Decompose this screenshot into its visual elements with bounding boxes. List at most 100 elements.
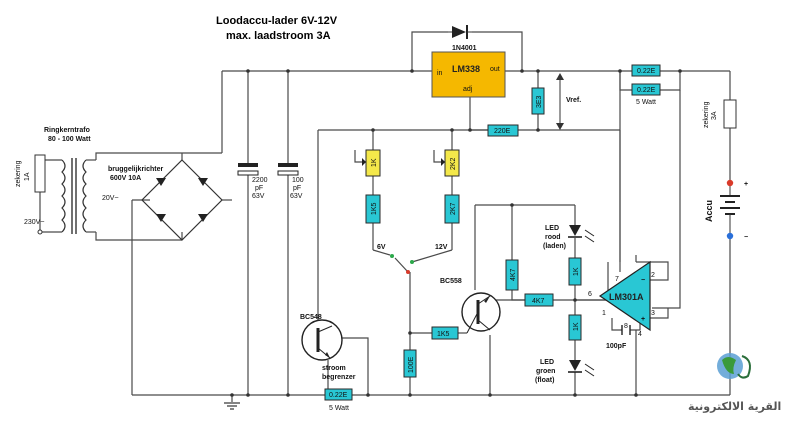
- watermark-logo: [717, 353, 751, 379]
- opamp-pin2: 2: [651, 272, 655, 279]
- battery-plus: +: [744, 181, 748, 188]
- regulator-name: LM338: [452, 64, 480, 74]
- svg-text:1K: 1K: [573, 267, 580, 276]
- capacitor-100pf: [621, 325, 631, 335]
- resistor-2k7: 2K7: [444, 194, 460, 224]
- svg-text:0.22E: 0.22E: [637, 68, 656, 75]
- wires: [39, 31, 731, 402]
- svg-text:0.22E: 0.22E: [329, 392, 348, 399]
- regulator-pin-in: in: [437, 70, 443, 77]
- junctions: [230, 69, 682, 397]
- resistor-022e-bottom: 0.22E: [324, 388, 353, 401]
- capacitor-2200: [237, 163, 259, 176]
- battery-minus: −: [744, 234, 748, 241]
- led-red-line3: (laden): [543, 243, 566, 250]
- led-red-line1: LED: [545, 225, 559, 232]
- limiter-line1: stroom: [322, 365, 346, 372]
- led-green-line2: groen: [536, 368, 555, 375]
- bridge-rectifier: [141, 159, 223, 241]
- transformer-rating: 80 - 100 Watt: [48, 136, 91, 143]
- transformer: [61, 158, 96, 234]
- resistor-2k2-adj: 2K2: [441, 149, 460, 177]
- led-green-line1: LED: [540, 359, 554, 366]
- resistor-022e-top: 0.22E: [631, 64, 661, 77]
- cap2-value: 100: [292, 177, 304, 184]
- ground-symbol: [224, 402, 240, 410]
- resistor-3e3: 3E3: [531, 87, 545, 115]
- selector-switch[interactable]: [390, 254, 414, 274]
- svg-text:1K: 1K: [371, 158, 378, 167]
- cap2-voltage: 63V: [290, 193, 303, 200]
- transistor-q1-label: BC558: [440, 278, 462, 285]
- resistor-power-label-bottom: 5 Watt: [329, 405, 349, 412]
- resistor-1k-red-led: 1K: [568, 257, 582, 286]
- svg-text:4K7: 4K7: [532, 298, 545, 305]
- opamp-plus: +: [641, 316, 645, 323]
- bridge-name: bruggelijkrichter: [108, 166, 164, 173]
- svg-text:4K7: 4K7: [510, 268, 517, 281]
- opamp-pin3: 3: [651, 310, 655, 317]
- led-red-line2: rood: [545, 234, 561, 241]
- diode-1n4001: [448, 25, 472, 39]
- svg-text:2K2: 2K2: [450, 157, 457, 170]
- mains-fuse: zekering 1A: [15, 154, 46, 193]
- resistor-4k7-horizontal: 4K7: [524, 293, 554, 307]
- battery-label: Accu: [704, 200, 714, 222]
- svg-text:1K: 1K: [573, 322, 580, 331]
- cap1-value: 2200: [252, 177, 268, 184]
- resistor-1k-adj: 1K: [362, 149, 381, 177]
- opamp-pin4: 4: [638, 331, 642, 338]
- svg-text:1K5: 1K5: [437, 331, 450, 338]
- vref-label: Vref.: [566, 97, 581, 104]
- svg-text:3E3: 3E3: [536, 95, 543, 108]
- regulator-lm338: LM338 in out adj: [431, 51, 506, 98]
- cap2-unit: pF: [293, 185, 301, 192]
- opamp-pin1: 1: [602, 310, 606, 317]
- opamp-name: LM301A: [609, 292, 644, 302]
- transformer-secondary: 20V~: [102, 195, 119, 202]
- battery-accu: [720, 179, 740, 240]
- diode-label: 1N4001: [452, 45, 477, 52]
- title-line1: Loodaccu-lader 6V-12V: [216, 15, 338, 27]
- mains-voltage: 230V~: [24, 219, 44, 226]
- switch-pos-6v: 6V: [377, 244, 386, 251]
- transistor-bc558: [461, 292, 501, 334]
- svg-text:0.22E: 0.22E: [637, 87, 656, 94]
- resistor-1k5-left: 1K5: [365, 194, 381, 224]
- svg-text:100E: 100E: [408, 356, 415, 373]
- resistor-220e: 220E: [487, 124, 519, 137]
- resistor-022e-second: 0.22E: [631, 83, 661, 96]
- capacitor-100: [277, 163, 299, 176]
- bridge-rating: 600V 10A: [110, 175, 141, 182]
- mains-fuse-label: zekering: [15, 160, 22, 187]
- cap1-unit: pF: [255, 185, 263, 192]
- mains-terminal: [37, 229, 43, 235]
- resistor-power-label: 5 Watt: [636, 99, 656, 106]
- resistor-1k-green-led: 1K: [568, 314, 582, 341]
- output-fuse: [723, 99, 737, 129]
- cap1-voltage: 63V: [252, 193, 265, 200]
- opamp-pin8: 8: [624, 323, 628, 330]
- output-fuse-label: zekering: [703, 101, 710, 128]
- svg-text:2K7: 2K7: [450, 202, 457, 215]
- transistor-q2-label: BC548: [300, 314, 322, 321]
- output-fuse-value: 3A: [711, 111, 718, 120]
- resistor-4k7-vertical: 4K7: [505, 259, 519, 291]
- regulator-pin-adj: adj: [463, 86, 473, 93]
- watermark-text: القرية الالكترونية: [688, 400, 781, 413]
- mains-fuse-value: 1A: [24, 172, 31, 181]
- opamp-minus: −: [641, 277, 645, 284]
- limiter-line2: begrenzer: [322, 374, 356, 381]
- svg-text:1K5: 1K5: [371, 202, 378, 215]
- cap3-label: 100pF: [606, 343, 627, 350]
- resistor-100e: 100E: [403, 349, 417, 378]
- led-green-line3: (float): [535, 377, 554, 384]
- opamp-pin6: 6: [588, 291, 592, 298]
- resistor-1k5-base: 1K5: [431, 326, 459, 340]
- opamp-lm301a: LM301A − +: [598, 260, 651, 332]
- vref-marker: [556, 73, 564, 130]
- svg-text:220E: 220E: [494, 128, 511, 135]
- led-red: [568, 225, 595, 243]
- switch-pos-12v: 12V: [435, 244, 448, 251]
